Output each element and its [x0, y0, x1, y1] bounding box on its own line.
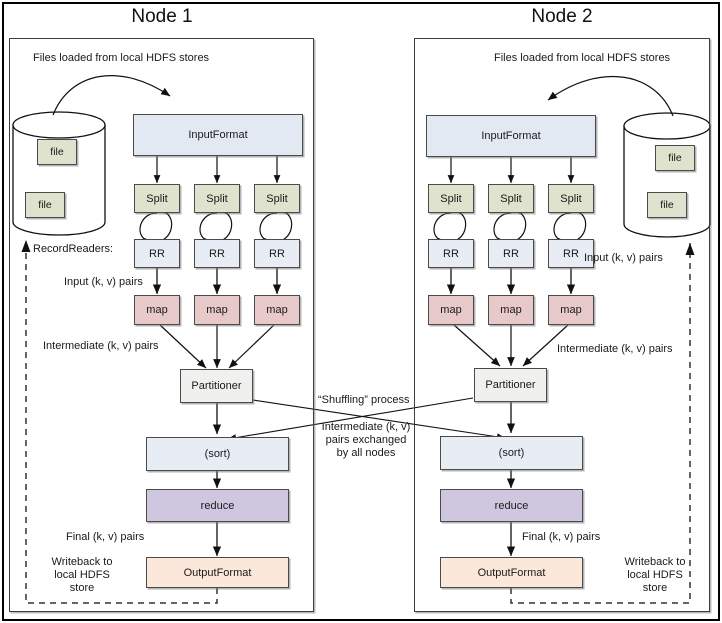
- shuffling-process-label: “Shuffling” process: [318, 394, 410, 406]
- node-2-writeback-line-3: store: [642, 582, 668, 594]
- node-1-input-pairs-label: Input (k, v) pairs: [64, 276, 143, 288]
- node-1-writeback-line-2: local HDFS: [54, 569, 110, 581]
- node-1-writeback-line-1: Writeback to: [51, 556, 113, 568]
- node-1-record-readers-label: RecordReaders:: [33, 243, 114, 255]
- shuffling-desc-line-1: Intermediate (k, v): [321, 421, 411, 433]
- node-2-writeback-label: Writeback to local HDFS store: [609, 556, 701, 595]
- node-1-reduce: reduce: [146, 489, 289, 522]
- node-2-final-pairs-label: Final (k, v) pairs: [522, 531, 601, 543]
- node-2-sort: (sort): [440, 436, 583, 470]
- node-1-split-2: Split: [194, 184, 240, 213]
- node-1-map-3: map: [254, 295, 300, 325]
- node-2-map-2: map: [488, 295, 534, 325]
- node-1-output-format: OutputFormat: [146, 557, 289, 588]
- node-1-record-reader-2: RR: [194, 239, 240, 268]
- node-1-final-pairs-label: Final (k, v) pairs: [66, 531, 145, 543]
- node-1-writeback-label: Writeback to local HDFS store: [36, 556, 128, 595]
- node-2-input-format: InputFormat: [426, 115, 596, 157]
- node-1-sort: (sort): [146, 437, 289, 471]
- shuffling-desc-line-2: pairs exchanged: [325, 434, 407, 446]
- node-1-record-reader-1: RR: [134, 239, 180, 268]
- node-1-map-1: map: [134, 295, 180, 325]
- node-2-split-3: Split: [548, 184, 594, 213]
- node-2-split-1: Split: [428, 184, 474, 213]
- node-2-file-2: file: [647, 192, 687, 218]
- node-2-split-2: Split: [488, 184, 534, 213]
- node-1-intermediate-pairs-label: Intermediate (k, v) pairs: [43, 340, 159, 352]
- node-1-input-format: InputFormat: [133, 114, 303, 156]
- node-2-writeback-line-1: Writeback to: [624, 556, 686, 568]
- node-1-split-3: Split: [254, 184, 300, 213]
- node-1-partitioner: Partitioner: [180, 369, 253, 403]
- node-1-file-2: file: [25, 192, 65, 218]
- node-1-title: Node 1: [131, 6, 193, 27]
- node-2-output-format: OutputFormat: [440, 557, 583, 588]
- node-2-reduce: reduce: [440, 489, 583, 522]
- node-1-frame: [9, 38, 314, 612]
- node-2-file-1: file: [655, 145, 695, 171]
- shuffling-cross-connectors: [227, 397, 506, 442]
- shuffling-desc-line-3: by all nodes: [336, 447, 396, 459]
- node-1-caption-files-loaded: Files loaded from local HDFS stores: [33, 52, 210, 64]
- node-2-input-pairs-label: Input (k, v) pairs: [584, 252, 663, 264]
- node-2-record-reader-3: RR: [548, 239, 594, 268]
- node-2-map-1: map: [428, 295, 474, 325]
- node-1-map-2: map: [194, 295, 240, 325]
- node-1-file-1: file: [37, 139, 77, 165]
- node-2-intermediate-pairs-label: Intermediate (k, v) pairs: [557, 343, 673, 355]
- node-2-caption-files-loaded: Files loaded from local HDFS stores: [494, 52, 671, 64]
- node-2-frame: [414, 38, 710, 612]
- node-2-record-reader-2: RR: [488, 239, 534, 268]
- node-1-split-1: Split: [134, 184, 180, 213]
- node-2-writeback-line-2: local HDFS: [627, 569, 683, 581]
- shuffling-description: Intermediate (k, v) pairs exchanged by a…: [311, 421, 421, 460]
- node-1-writeback-line-3: store: [69, 582, 95, 594]
- node-2-title: Node 2: [531, 6, 593, 27]
- node-2-map-3: map: [548, 295, 594, 325]
- node-2-record-reader-1: RR: [428, 239, 474, 268]
- node-1-record-reader-3: RR: [254, 239, 300, 268]
- node-2-partitioner: Partitioner: [474, 368, 547, 402]
